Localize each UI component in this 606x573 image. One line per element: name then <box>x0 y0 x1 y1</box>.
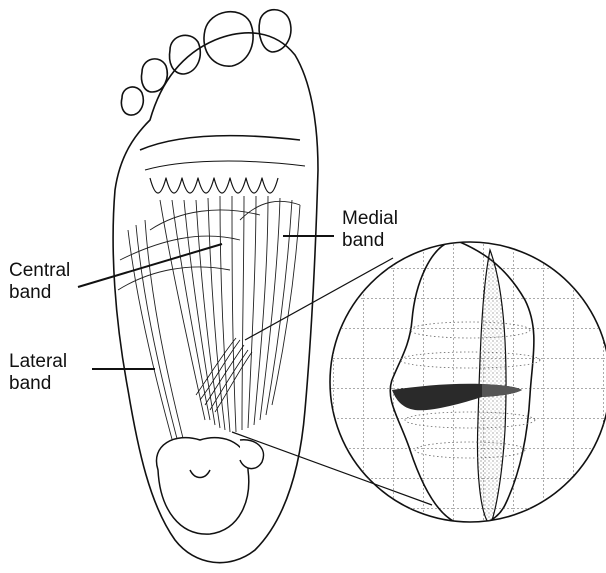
calcaneus <box>156 438 263 534</box>
fascia-strands <box>118 196 300 450</box>
label-lateral-band: Lateral band <box>9 351 67 395</box>
toe-big <box>204 12 253 66</box>
toe-3 <box>141 59 167 92</box>
label-medial-band: Medial band <box>342 208 398 252</box>
toe-2 <box>170 35 201 74</box>
label-central-band: Central band <box>9 260 70 304</box>
toe-4 <box>121 87 143 115</box>
